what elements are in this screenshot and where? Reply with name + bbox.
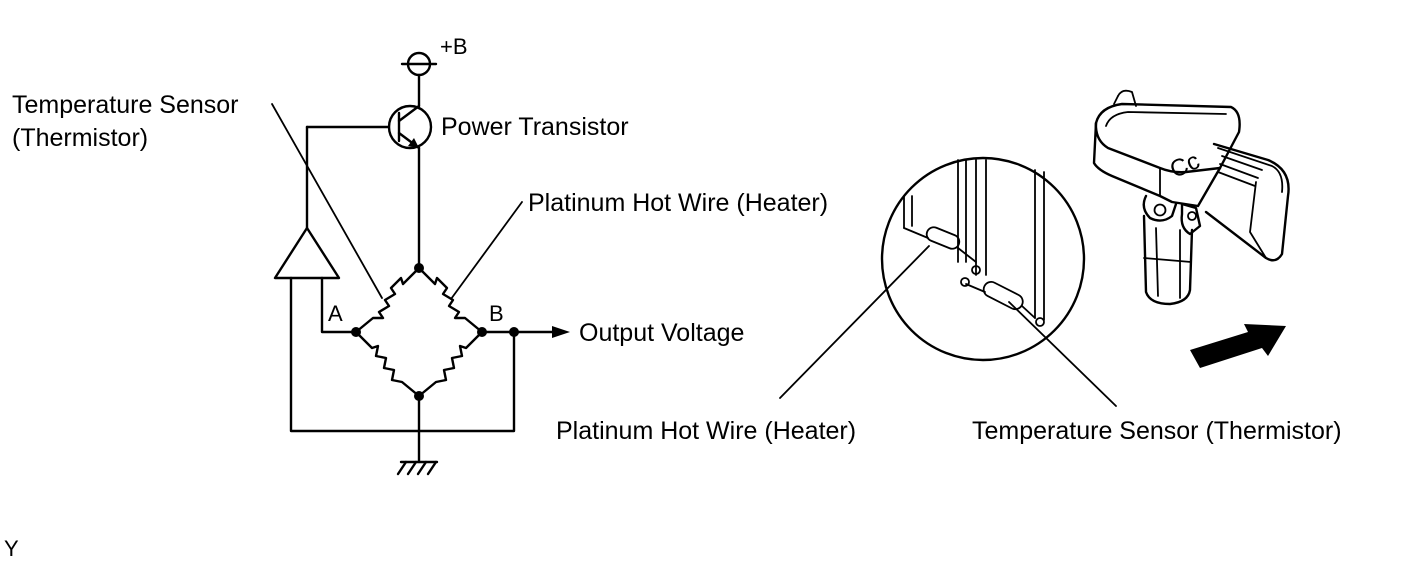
hot-wire-element-icon <box>903 226 981 275</box>
supply-label: +B <box>440 34 468 59</box>
illus-thermistor-leader-line <box>1008 301 1117 407</box>
illus-hot-wire-leader-line <box>779 245 930 399</box>
bridge-resistor-bottom-left-icon <box>354 330 421 398</box>
junction-top <box>414 263 424 273</box>
supply-terminal-icon <box>400 51 438 77</box>
output-label: Output Voltage <box>579 319 744 347</box>
hot-wire-label: Platinum Hot Wire (Heater) <box>528 189 828 217</box>
opamp-input-a-wire <box>320 276 358 334</box>
airflow-arrow-icon <box>1190 324 1286 368</box>
node-a-label: A <box>328 301 343 326</box>
thermistor-resistor-icon <box>354 266 421 334</box>
ground-icon <box>396 460 439 476</box>
temp-sensor-label-line2: (Thermistor) <box>12 124 148 152</box>
circuit-diagram: +B Power Transistor <box>12 34 828 476</box>
hot-wire-resistor-icon <box>417 266 484 334</box>
temp-sensor-label-line1: Temperature Sensor <box>12 91 239 119</box>
node-b-label: B <box>489 301 504 326</box>
junction-a <box>351 327 361 337</box>
op-amp-icon <box>273 226 341 280</box>
illus-temp-sensor-label: Temperature Sensor (Thermistor) <box>972 417 1342 445</box>
hot-wire-leader-line <box>450 201 523 300</box>
sensor-illustration: Cc Platinum Hot Wire (Heater) Temperatur… <box>556 89 1342 445</box>
figure-code: Y <box>4 536 19 558</box>
illus-hot-wire-label: Platinum Hot Wire (Heater) <box>556 417 856 445</box>
magnified-detail-view <box>880 156 1086 362</box>
sensor-housing-icon <box>1092 89 1290 306</box>
bridge-resistors <box>354 266 484 398</box>
opamp-input-b-wire <box>289 276 516 433</box>
housing-marking: Cc <box>1166 147 1204 184</box>
bridge-resistor-bottom-right-icon <box>417 330 484 398</box>
output-arrow-icon <box>552 326 570 338</box>
thermistor-element-icon <box>960 277 1045 327</box>
temp-sensor-leader-line <box>271 103 383 299</box>
power-transistor-icon <box>305 104 433 150</box>
transistor-label: Power Transistor <box>441 113 629 141</box>
